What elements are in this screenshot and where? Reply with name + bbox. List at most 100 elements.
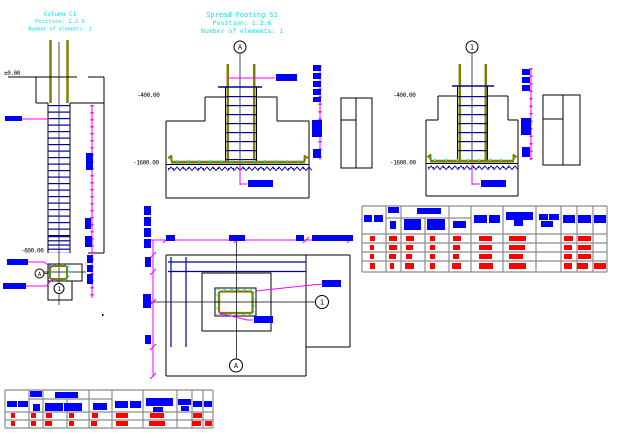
table-value-text	[453, 254, 459, 259]
table-value-text	[577, 263, 588, 269]
footing2-bottom-elevation: -1600.00	[390, 160, 416, 167]
table-value-text	[430, 236, 435, 241]
table-value-text	[578, 254, 591, 259]
annotation-text	[145, 335, 151, 344]
annotation-text	[115, 401, 128, 408]
table-value-text	[69, 413, 74, 418]
annotation-text	[404, 219, 421, 230]
annotation-text	[130, 401, 141, 408]
annotation-text	[522, 147, 530, 157]
footing-side-profile	[340, 97, 373, 169]
plan-leader-b-origin	[220, 312, 223, 315]
footing-outline	[165, 87, 310, 199]
table-value-text	[509, 245, 525, 250]
column-title-line1: Column C1	[44, 11, 77, 18]
table-value-text	[479, 236, 492, 241]
table-value-text	[453, 236, 461, 241]
table-value-text	[564, 263, 572, 269]
annotation-text	[144, 217, 151, 226]
table-value-text	[11, 413, 15, 418]
column-title-line2: Position: 1.2.6	[35, 19, 85, 25]
annotation-text	[312, 120, 322, 137]
stray-dot	[102, 314, 104, 316]
table-value-text	[564, 245, 572, 250]
annotation-text	[322, 280, 341, 287]
annotation-text	[296, 235, 304, 241]
annotation-text	[204, 401, 212, 407]
axis-bubble-1-small-label: 1	[57, 286, 61, 293]
footing2-leader-bottom	[471, 164, 480, 185]
annotation-text	[18, 401, 28, 407]
table-value-text	[116, 421, 128, 426]
annotation-text	[30, 391, 42, 397]
annotation-text	[313, 65, 321, 71]
annotation-text	[388, 207, 399, 213]
plan-leader-b	[220, 313, 253, 321]
annotation-text-blobs	[3, 65, 606, 426]
table-value-text	[453, 245, 460, 250]
annotation-text	[594, 215, 606, 223]
annotation-text	[5, 116, 22, 121]
rebar-schedule-bottom	[4, 389, 214, 429]
table-value-text	[406, 254, 412, 259]
footing-rebar-hooks	[167, 154, 309, 161]
annotation-text	[313, 81, 321, 87]
footing-title-line3: Number of elements: 1	[201, 27, 283, 35]
footing-leader-bottom	[239, 165, 247, 185]
table-value-text	[479, 254, 492, 259]
annotation-text	[7, 401, 17, 407]
table-value-text	[116, 413, 128, 418]
annotation-text	[374, 215, 383, 222]
annotation-text	[145, 257, 151, 267]
table-value-text	[370, 245, 374, 250]
annotation-text	[521, 118, 531, 135]
annotation-text	[144, 206, 151, 215]
annotation-text	[93, 403, 107, 410]
annotation-text	[417, 208, 441, 214]
annotation-text	[87, 274, 93, 284]
column-stirrups	[48, 105, 70, 236]
axis-bubble-a-small-label: A	[38, 272, 42, 278]
footing2-side-profile	[542, 94, 581, 166]
annotation-text	[166, 235, 175, 241]
table-value-text	[91, 421, 97, 426]
annotation-text	[64, 403, 82, 411]
axis-bubble-a-small	[34, 268, 45, 279]
annotation-text	[522, 85, 530, 91]
column-stirrups-dense	[48, 236, 70, 253]
annotation-text	[549, 214, 559, 220]
annotation-text	[453, 221, 466, 228]
annotation-text	[143, 294, 151, 308]
foundation-plan-view: 1 A	[147, 236, 354, 380]
table-value-text	[11, 421, 15, 426]
annotation-text	[85, 236, 92, 247]
annotation-text	[87, 255, 93, 263]
annotation-text	[144, 239, 151, 248]
table-value-text	[594, 263, 606, 269]
column-title: Column C1 Position: 1.2.6 Number of elem…	[28, 11, 91, 33]
ground-hatch-2	[427, 165, 519, 171]
table-value-text	[192, 421, 201, 426]
annotation-text	[146, 398, 173, 406]
table-value-text	[31, 413, 36, 418]
column-title-line3: Number of elements: 1	[28, 27, 91, 33]
footing-title: Spread Footing S1 Position: 1.2.6 Number…	[201, 11, 283, 35]
annotation-text	[390, 221, 396, 229]
plan-axis-bubble-a	[229, 358, 243, 373]
annotation-text	[3, 283, 26, 289]
column-bottom-elevation: -600.00	[21, 248, 44, 255]
annotation-text	[229, 235, 245, 241]
footing-column-stirrups	[226, 96, 256, 160]
annotation-text	[178, 399, 191, 405]
table-value-text	[430, 254, 435, 259]
plan-footing-outline	[165, 254, 351, 377]
footing-bottom-elevation: -1600.00	[133, 160, 159, 167]
annotation-text	[474, 215, 487, 223]
rebar-schedule-right	[361, 205, 608, 273]
table-value-text	[389, 254, 396, 259]
footing2-column-stirrups	[458, 95, 488, 159]
column-top-elevation: ±0.00	[4, 70, 21, 77]
table-value-text	[389, 236, 397, 241]
annotation-text	[86, 153, 93, 170]
